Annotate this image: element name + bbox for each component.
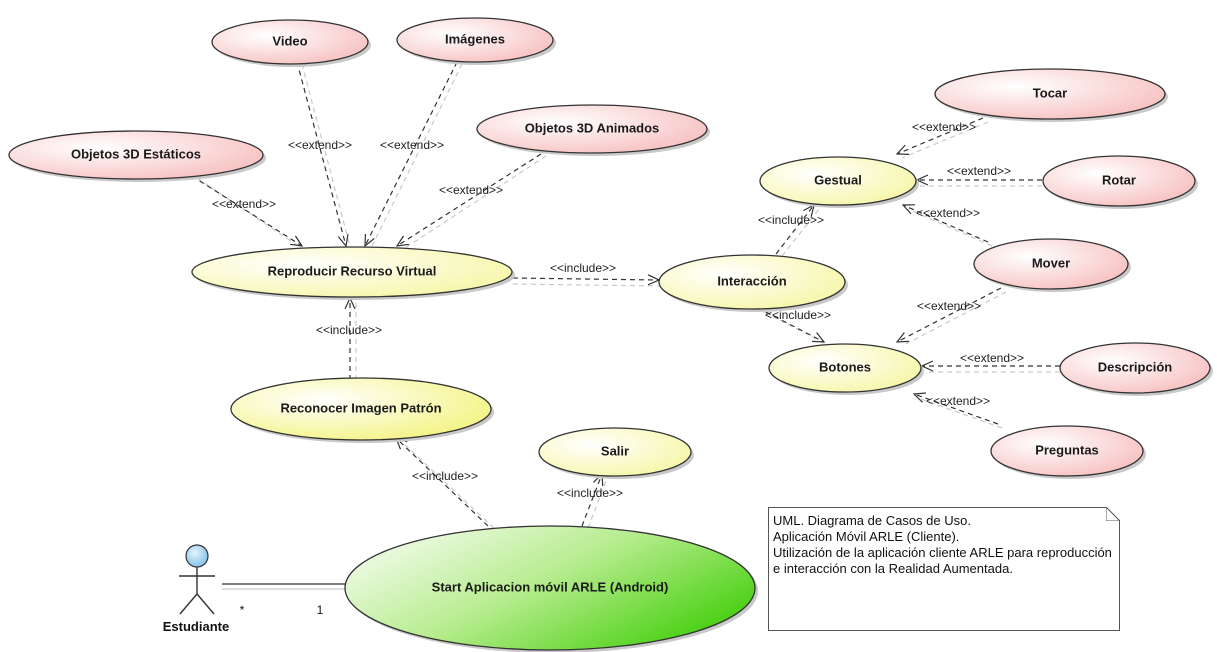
use-case-reproducir-label: Reproducir Recurso Virtual — [268, 263, 437, 278]
use-case-imagenes-label: Imágenes — [445, 31, 505, 46]
include-label-reconocer: <<include>> — [316, 323, 382, 337]
use-case-interaccion[interactable]: Interacción — [658, 254, 848, 312]
relationship-lines — [191, 61, 1060, 590]
use-case-imagenes[interactable]: Imágenes — [396, 17, 556, 65]
extend-label-mover-gestual: <<extend>> — [916, 206, 980, 220]
use-case-mover-label: Mover — [1032, 255, 1070, 270]
use-case-preguntas-label: Preguntas — [1035, 442, 1099, 457]
extend-label-tocar: <<extend>> — [912, 120, 976, 134]
use-case-objetos-animados-label: Objetos 3D Animados — [525, 120, 660, 135]
extend-shadow-estaticos — [196, 177, 307, 252]
include-reproducir-to-interaccion — [512, 278, 659, 280]
extend-imagenes-to-reproducir — [365, 61, 458, 246]
extend-animados-to-reproducir — [397, 153, 542, 246]
include-shadow-interaccion — [512, 283, 661, 287]
extend-tocar-to-gestual — [897, 117, 984, 154]
include-shadow-salir — [587, 475, 609, 529]
use-case-gestual[interactable]: Gestual — [759, 156, 919, 208]
use-case-video[interactable]: Video — [211, 19, 371, 67]
include-shadow-botones — [763, 311, 831, 347]
use-case-start-label: Start Aplicacion móvil ARLE (Android) — [432, 579, 669, 594]
use-case-mover[interactable]: Mover — [973, 238, 1131, 292]
use-case-gestual-label: Gestual — [814, 172, 862, 187]
extend-label-descripcion: <<extend>> — [960, 351, 1024, 365]
include-shadow-start-reconocer — [401, 441, 495, 529]
extend-preguntas-to-botones — [914, 394, 999, 425]
extend-label-video: <<extend>> — [288, 138, 352, 152]
extend-label-animados: <<extend>> — [439, 183, 503, 197]
include-start-to-reconocer — [396, 438, 489, 527]
use-case-reconocer-label: Reconocer Imagen Patrón — [280, 400, 441, 415]
actor-estudiante[interactable]: Estudiante — [163, 544, 229, 634]
note-corner-fold — [1106, 507, 1120, 521]
include-start-to-salir — [581, 474, 602, 527]
include-label-salir: <<include>> — [557, 486, 623, 500]
extend-mover-to-gestual — [903, 205, 989, 243]
extend-label-estaticos: <<extend>> — [212, 197, 276, 211]
include-label-botones: <<include>> — [765, 308, 831, 322]
include-interaccion-to-gestual — [775, 205, 814, 255]
use-case-botones-label: Botones — [819, 359, 871, 374]
extend-label-rotar: <<extend>> — [947, 164, 1011, 178]
diagram-note: UML. Diagrama de Casos de Uso. Aplicació… — [768, 507, 1120, 631]
extend-estaticos-to-reproducir — [191, 175, 302, 246]
use-case-descripcion-label: Descripción — [1098, 359, 1172, 374]
multiplicity-usecase: 1 — [317, 603, 324, 617]
include-label-interaccion: <<include>> — [550, 261, 616, 275]
use-case-objetos-animados[interactable]: Objetos 3D Animados — [476, 104, 710, 156]
use-case-salir-label: Salir — [601, 443, 629, 458]
extend-shadow-video — [301, 63, 352, 251]
extend-shadow-imagenes — [369, 63, 463, 251]
extend-shadow-preguntas — [917, 397, 1003, 429]
use-case-rotar[interactable]: Rotar — [1042, 155, 1198, 209]
use-case-rotar-label: Rotar — [1102, 172, 1136, 187]
actor-left-leg — [179, 593, 198, 615]
extend-shadow-mover — [907, 208, 993, 247]
include-shadow-gestual — [781, 207, 821, 257]
actor-name: Estudiante — [163, 619, 229, 634]
use-case-start[interactable]: Start Aplicacion móvil ARLE (Android) — [344, 525, 758, 652]
use-case-objetos-estaticos[interactable]: Objetos 3D Estáticos — [8, 130, 266, 182]
extend-label-mover-botones: <<extend>> — [917, 299, 981, 313]
include-label-start-reconocer: <<include>> — [412, 469, 478, 483]
use-case-salir[interactable]: Salir — [538, 427, 694, 479]
extend-shadow-tocar — [901, 121, 989, 159]
include-interaccion-to-botones — [757, 307, 824, 342]
extend-shadow-animados — [401, 155, 547, 251]
use-case-botones[interactable]: Botones — [768, 343, 924, 395]
use-case-video-label: Video — [272, 33, 307, 48]
use-case-reproducir[interactable]: Reproducir Recurso Virtual — [191, 246, 515, 300]
use-case-tocar[interactable]: Tocar — [934, 68, 1168, 122]
use-case-descripcion[interactable]: Descripción — [1059, 342, 1213, 396]
extend-shadow-mover-botones — [901, 291, 1007, 347]
include-label-gestual: <<include>> — [758, 213, 824, 227]
use-case-preguntas[interactable]: Preguntas — [990, 425, 1146, 479]
extend-mover-to-botones — [897, 287, 1002, 342]
use-case-tocar-label: Tocar — [1033, 85, 1067, 100]
extend-label-preguntas: <<extend>> — [926, 394, 990, 408]
actor-right-leg — [196, 593, 215, 615]
extend-label-imagenes: <<extend>> — [380, 138, 444, 152]
actor-head — [185, 544, 209, 568]
note-text: UML. Diagrama de Casos de Uso. Aplicació… — [773, 513, 1112, 576]
extend-video-to-reproducir — [296, 61, 346, 246]
use-case-interaccion-label: Interacción — [717, 273, 786, 288]
use-case-objetos-estaticos-label: Objetos 3D Estáticos — [71, 146, 201, 161]
use-case-reconocer[interactable]: Reconocer Imagen Patrón — [230, 377, 494, 443]
multiplicity-actor: * — [240, 603, 245, 617]
relationship-labels: <<extend>> <<extend>> <<extend>> <<exten… — [212, 120, 1024, 500]
